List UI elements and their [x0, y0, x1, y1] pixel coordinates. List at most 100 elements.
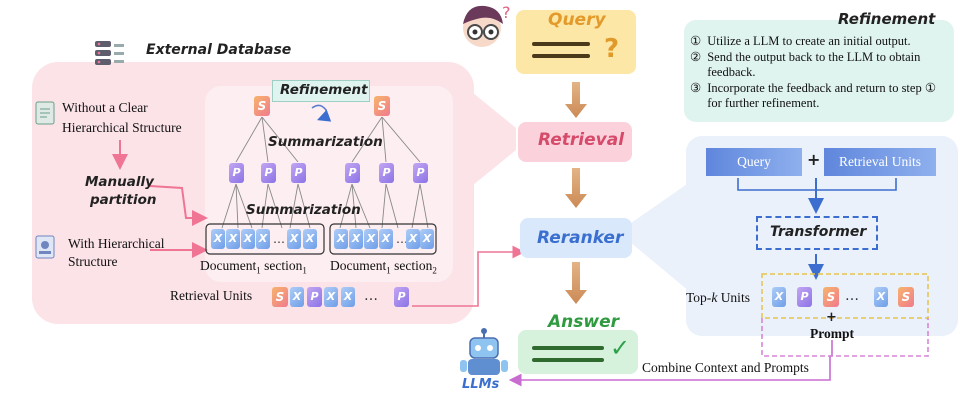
retrieval-unit-ellipsis: … — [364, 288, 378, 304]
no-structure-line2: Hierarchical Structure — [62, 120, 182, 135]
checkmark-icon: ✓ — [610, 334, 631, 362]
database-icon — [95, 41, 124, 65]
document-section-1-label: Document1 section1 — [200, 258, 307, 276]
paragraph-node: P — [229, 163, 244, 183]
refinement-cycle-icon — [311, 104, 332, 122]
paragraph-node: P — [261, 163, 276, 183]
answer-text-line-2 — [532, 358, 604, 362]
topk-unit-x: X — [772, 287, 786, 307]
arrow-query-to-retrieval — [565, 82, 587, 118]
chunk-node: X — [241, 229, 255, 249]
chunk-node: X — [420, 229, 434, 249]
question-mark-icon: ? — [604, 34, 620, 64]
refinement-panel — [684, 20, 954, 122]
answer-label: Answer — [548, 312, 619, 332]
bracket-prompt — [761, 318, 929, 357]
retrieval-callout — [462, 84, 516, 194]
retrieval-unit-x: X — [341, 287, 355, 307]
retrieval-label: Retrieval — [538, 130, 625, 150]
retrieval-box — [518, 122, 632, 162]
bracket-inputs — [737, 178, 897, 191]
arrow-manual-to-docs — [149, 185, 208, 226]
retrieval-unit-s: S — [272, 287, 288, 307]
external-database-title: External Database — [146, 42, 292, 58]
reranker-callout — [618, 182, 690, 292]
paragraph-node: P — [345, 163, 360, 183]
with-structure-line2: Structure — [68, 254, 118, 269]
summary-node-1: S — [254, 96, 270, 116]
with-structure-line1: With Hierarchical — [68, 236, 165, 251]
refinement-panel-title: Refinement — [838, 10, 936, 28]
chunk-node: X — [379, 229, 393, 249]
query-text-line-1 — [532, 42, 590, 46]
topk-unit-s: S — [898, 287, 914, 307]
reranker-box — [520, 218, 632, 258]
paragraph-node: P — [291, 163, 306, 183]
manually-partition-line2: partition — [90, 192, 157, 208]
chunk-node: X — [334, 229, 348, 249]
retrieval-unit-x: X — [324, 287, 338, 307]
retrieval-unit-p: P — [394, 287, 409, 307]
summarization-top-label: Summarization — [268, 134, 383, 150]
reranker-label: Reranker — [537, 228, 624, 248]
plus-icon: + — [807, 150, 821, 169]
no-structure-line1: Without a Clear — [62, 100, 148, 115]
tree-refinement-box — [272, 80, 370, 102]
answer-text-line-1 — [532, 346, 604, 350]
user-avatar-icon: ? — [463, 3, 511, 47]
topk-unit-p: P — [797, 287, 812, 307]
chunk-node: X — [349, 229, 363, 249]
paragraph-node: P — [379, 163, 394, 183]
document-section-2-frame — [329, 223, 437, 255]
transformer-box — [756, 216, 878, 250]
reranker-units-input: Retrieval Units — [824, 148, 936, 176]
document-section-2-label: Document1 section2 — [330, 258, 437, 276]
arrow-units-to-reranker — [412, 245, 526, 307]
transformer-label: Transformer — [770, 224, 867, 240]
document-section-1-frame — [205, 223, 325, 255]
summary-node-2: S — [374, 96, 390, 116]
topk-unit-x: X — [874, 287, 888, 307]
tree-refinement-label: Refinement — [280, 82, 368, 98]
combine-context-label: Combine Context and Prompts — [642, 360, 809, 376]
summarization-mid-label: Summarization — [246, 202, 361, 218]
retrieval-unit-p: P — [307, 287, 322, 307]
chunk-node: X — [364, 229, 378, 249]
chunk-node: X — [303, 229, 317, 249]
prompt-plus-icon: + — [826, 310, 837, 325]
topk-ellipsis: … — [845, 288, 859, 304]
retrieval-unit-x: X — [290, 287, 304, 307]
tree-edges — [221, 116, 429, 229]
chunk-node: X — [211, 229, 225, 249]
chunk-ellipsis-1: … — [273, 232, 285, 246]
robot-llm-icon — [460, 328, 508, 375]
svg-text:?: ? — [502, 3, 511, 22]
chunk-node: X — [287, 229, 301, 249]
chunk-node: X — [406, 229, 420, 249]
structured-document-icon — [35, 235, 55, 259]
query-text-line-2 — [532, 54, 590, 58]
chunk-ellipsis-2: … — [396, 232, 408, 246]
document-icon — [35, 101, 55, 125]
query-label: Query — [548, 10, 606, 30]
paragraph-node: P — [413, 163, 428, 183]
answer-box — [518, 330, 638, 374]
llms-label: LLMs — [462, 377, 500, 392]
retrieval-units-label: Retrieval Units — [170, 288, 253, 303]
arrow-reranker-to-answer — [565, 262, 587, 304]
chunk-node: X — [256, 229, 270, 249]
topk-units-label: Top-k Units — [686, 290, 750, 305]
manually-partition-line1: Manually — [85, 174, 154, 190]
arrow-retrieval-to-reranker — [565, 168, 587, 208]
reranker-query-input: Query — [706, 148, 802, 176]
topk-frame — [761, 273, 929, 319]
chunk-node: X — [226, 229, 240, 249]
topk-unit-s: S — [823, 287, 839, 307]
prompt-label: Prompt — [810, 326, 854, 341]
